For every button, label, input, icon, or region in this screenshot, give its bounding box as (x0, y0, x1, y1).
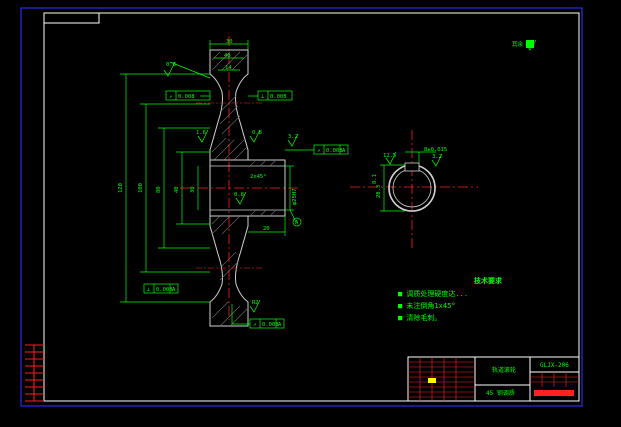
title-block: 轨道滚轮 45 钢调质 GLJX-206 (407, 356, 580, 402)
datum-ref-bottom-left: A (172, 287, 176, 293)
technical-requirements: 技术要求 ■ 调质处理硬度达... ■ 未注倒角1x45° ■ 清除毛刺。 (398, 276, 503, 322)
dim-diameter-4: 40 (174, 186, 180, 193)
title-drawing-number: GLJX-206 (540, 362, 569, 369)
runout-value-top-left: 0.008 (178, 94, 195, 100)
roughness-label-d: 3.2 (288, 134, 298, 140)
tech-item-3: ■ 清除毛刺。 (398, 313, 441, 322)
drawing-border (43, 12, 580, 402)
roughness-label-e: 0.8 (234, 192, 244, 198)
tol-symbol-bottom-left: ⊥ (147, 287, 151, 293)
side-view-keyway: 8±0.015 28.3 12.5 8.1 3.2 (350, 130, 478, 248)
roughness-label-c: 0.8 (252, 130, 262, 136)
hub-tolerance-value: 0.008 (326, 148, 343, 154)
keyway-dia-label: 8.1 (372, 174, 378, 184)
dim-outer-diameter: 120 (118, 183, 124, 193)
keyway-roughness-label: 12.5 (383, 153, 396, 159)
bore-fit-label: φ25H7 (292, 188, 298, 205)
keyway-width-label: 8±0.015 (424, 147, 447, 153)
runout-value-bottom-right: 0.008 (262, 322, 279, 328)
left-margin-strip (25, 344, 45, 402)
outer-frame (20, 7, 583, 407)
roughness-label-b: 1.6 (196, 130, 206, 136)
tol-symbol-top-right: ⊥ (261, 94, 265, 100)
tol-symbol-top-left: ↗ (169, 94, 172, 100)
other-roughness-label: 其余 (512, 40, 524, 48)
dim-diameter-5: 30 (190, 186, 196, 193)
lower-rim-section (209, 215, 249, 327)
border-corner-tab (43, 12, 100, 24)
tol-symbol-hub: ↗ (317, 148, 320, 154)
tech-title: 技术要求 (474, 276, 503, 285)
tech-item-1: ■ 调质处理硬度达... (398, 289, 468, 298)
title-material: 45 钢调质 (486, 389, 515, 397)
small-radius-label: R2 (252, 300, 259, 306)
main-section-view (180, 36, 300, 327)
tol-symbol-bottom-right: ↗ (253, 322, 256, 328)
runout-value-bottom-left: 0.008 (156, 287, 173, 293)
keyway-rough-b: 3.2 (432, 154, 442, 160)
tech-item-2: ■ 未注倒角1x45° (398, 301, 456, 310)
datum-ref-hub: A (342, 148, 346, 154)
datum-marker: A (295, 220, 299, 226)
runout-value-top-right: 0.008 (270, 94, 287, 100)
dim-hub-length: 20 (263, 226, 270, 232)
keyway-depth-label: 28.3 (376, 185, 382, 198)
datum-ref-bottom-right: A (278, 322, 282, 328)
title-part-name: 轨道滚轮 (492, 366, 516, 374)
dimension-lines (120, 39, 537, 329)
bore-chamfer-note: 2x45° (250, 174, 267, 180)
roughness-label-a: 0.8 (166, 62, 176, 68)
dim-top-r1: 40 (224, 53, 231, 59)
dim-diameter-3: 80 (156, 186, 162, 193)
dim-diameter-2: 100 (138, 183, 144, 193)
dim-top-width: 30 (226, 39, 233, 45)
dim-top-r2: 14 (225, 65, 232, 71)
